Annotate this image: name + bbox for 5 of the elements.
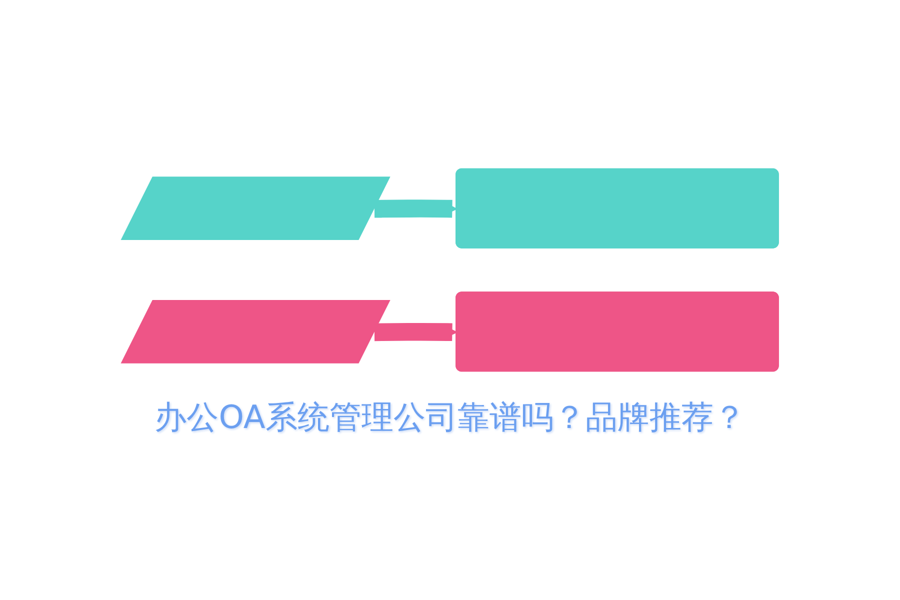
parallelogram-shape — [120, 300, 390, 364]
title: 办公OA系统管理公司靠谱吗？品牌推荐？ — [154, 397, 746, 438]
rounded-box — [456, 292, 779, 372]
parallelogram-shape — [120, 176, 390, 240]
rounded-box — [456, 168, 779, 248]
